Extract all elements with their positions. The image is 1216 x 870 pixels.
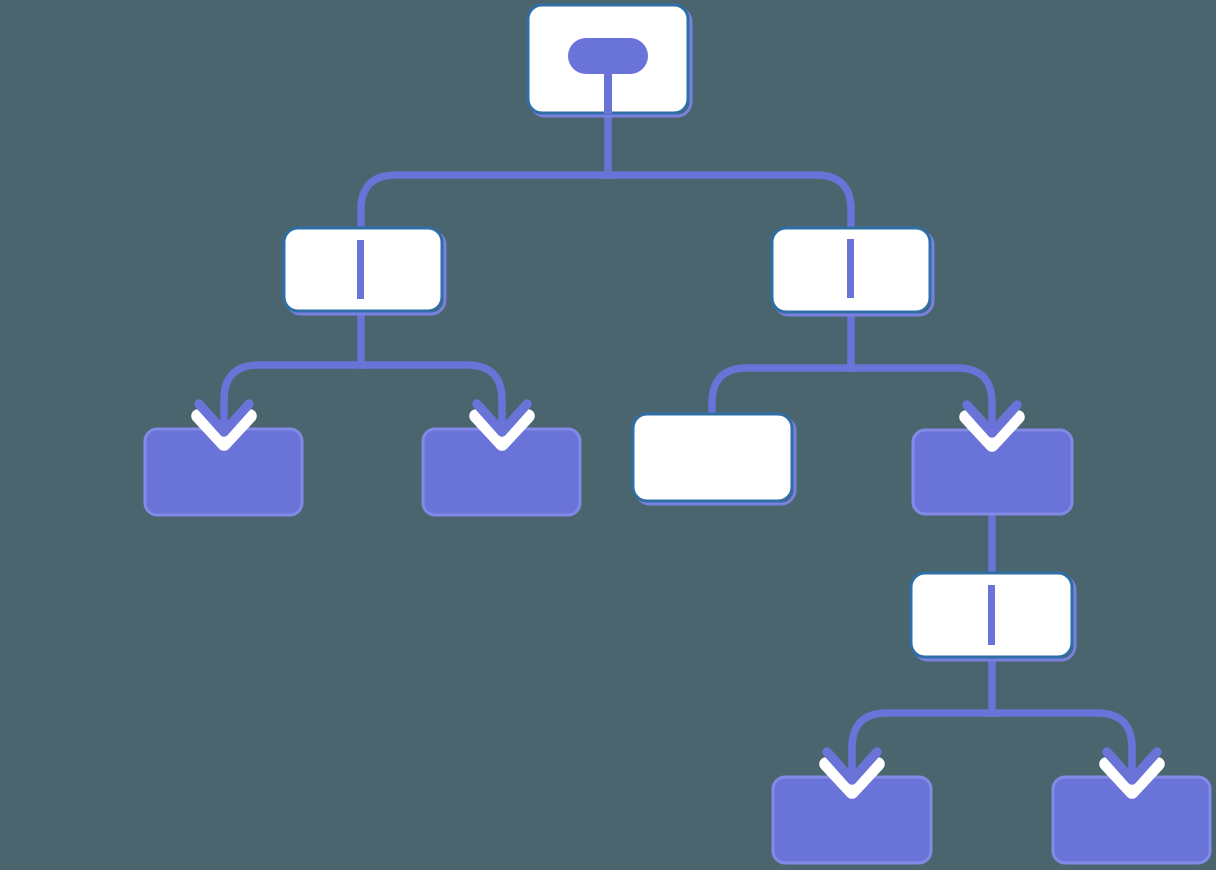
- chevrons-down-icon-outer-1: [191, 409, 257, 451]
- chevrons-down-icon-outer-2: [469, 409, 535, 451]
- chevrons-down-icon-outer-4: [819, 757, 885, 799]
- connector-left-split: [220, 307, 506, 431]
- chevrons-down-icon-outer-3: [959, 410, 1025, 452]
- connector-right-split: [708, 308, 996, 432]
- chevrons-down-icon-inner-2: [472, 399, 532, 437]
- chevrons-down-icon-inner-4: [822, 747, 882, 785]
- node-root-card-stem: [604, 70, 612, 114]
- node-branch-bottom-card-placeholder-line: [988, 585, 995, 645]
- node-empty-card: [631, 412, 794, 503]
- chevrons-down-icon-inner-3: [962, 400, 1022, 438]
- node-branch-right-card-placeholder-line: [847, 239, 854, 298]
- chevrons-down-icon-outer-5: [1099, 757, 1165, 799]
- connector-root-split: [357, 108, 855, 232]
- chevrons-down-icon-inner-1: [194, 399, 254, 437]
- node-root-card-pill: [568, 38, 648, 74]
- connector-bottom-split: [848, 653, 1136, 779]
- node-branch-left-card-placeholder-line: [357, 240, 364, 299]
- chevrons-down-icon-inner-5: [1102, 747, 1162, 785]
